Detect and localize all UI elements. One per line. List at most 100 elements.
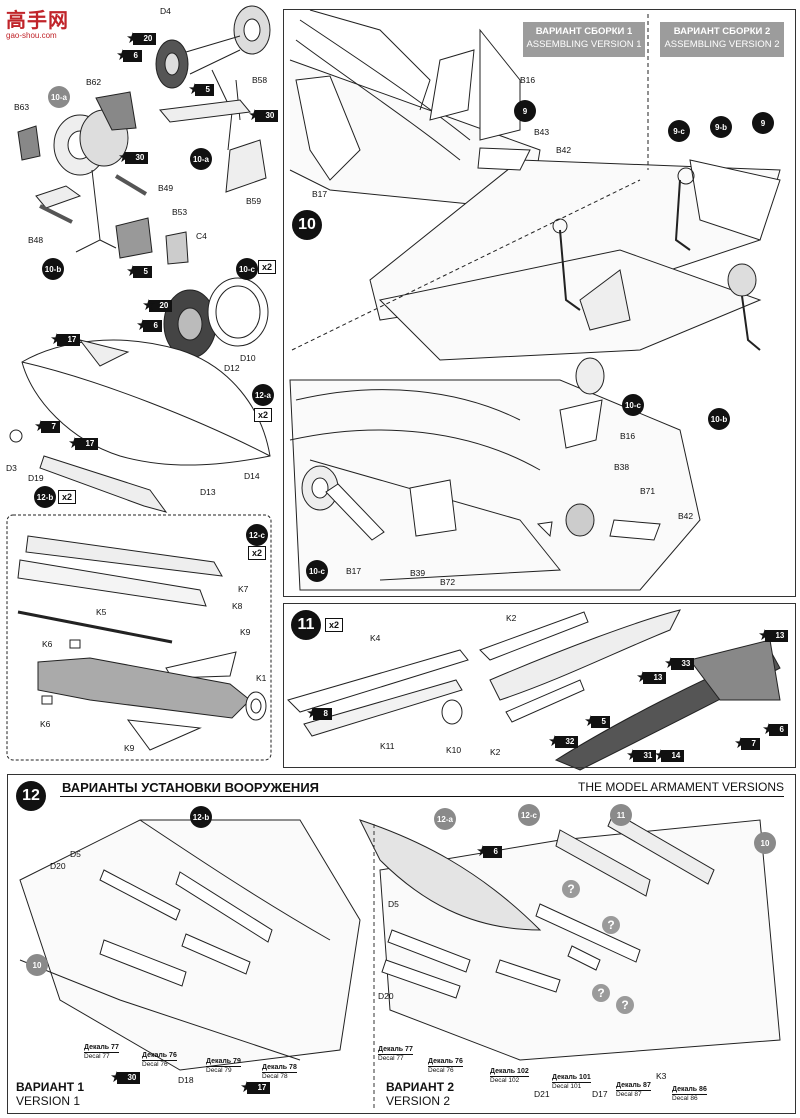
part-B59: B59 — [246, 196, 262, 206]
version-1-label: ВАРИАНТ 1 VERSION 1 — [16, 1080, 84, 1108]
part-K2-top: K2 — [506, 613, 517, 623]
part-D14: D14 — [244, 471, 260, 481]
part-K5: K5 — [96, 607, 107, 617]
watermark: 高手网 gao-shou.com — [6, 4, 69, 40]
part-D5-left: D5 — [70, 849, 81, 859]
version-2-label: ВАРИАНТ 2 VERSION 2 — [386, 1080, 454, 1108]
part-B53: B53 — [172, 207, 188, 217]
sub-10-c: 10-c — [236, 258, 258, 280]
part-B43: B43 — [534, 127, 550, 137]
part-B58: B58 — [252, 75, 268, 85]
part-B16-bottom: B16 — [620, 431, 636, 441]
panel-step-12 — [7, 774, 796, 1114]
part-B38: B38 — [614, 462, 630, 472]
sub-12-a-quantity: x2 — [254, 408, 273, 422]
part-D19: D19 — [28, 473, 44, 483]
sub-9-right: 9 — [752, 112, 774, 134]
color-callout-6-missile: ★6 — [762, 722, 788, 737]
step-number-11: 11 — [291, 610, 321, 640]
color-callout-31: ★31 — [626, 748, 657, 763]
question-mark-2: ? — [602, 916, 620, 934]
armament-title-en: THE MODEL ARMAMENT VERSIONS — [578, 780, 785, 794]
armament-title-ru: ВАРИАНТЫ УСТАНОВКИ ВООРУЖЕНИЯ — [62, 780, 320, 795]
part-B71: B71 — [640, 486, 656, 496]
sub-10-c-quantity: x2 — [258, 260, 277, 274]
color-callout-17-missile: ★17 — [68, 436, 99, 451]
question-mark-5: ? — [616, 996, 634, 1014]
part-B17-bottom: B17 — [346, 566, 362, 576]
color-callout-30-left: ★30 — [118, 150, 149, 165]
watermark-url: gao-shou.com — [6, 31, 57, 40]
color-callout-7-prop: ★7 — [34, 419, 60, 434]
color-callout-5: ★5 — [188, 82, 214, 97]
sub-11-armament: 11 — [610, 804, 632, 826]
part-B17-top: B17 — [312, 189, 328, 199]
part-K7: K7 — [238, 584, 249, 594]
part-D13: D13 — [200, 487, 216, 497]
sub-10-armament-left: 10 — [26, 954, 48, 976]
question-mark-3: ? — [592, 984, 610, 1002]
sub-10-b-panel: 10-b — [708, 408, 730, 430]
part-K8: K8 — [232, 601, 243, 611]
color-callout-7-missile: ★7 — [734, 736, 760, 751]
sub-12-b-quantity: x2 — [58, 490, 77, 504]
part-K10: K10 — [446, 745, 462, 755]
part-D12: D12 — [224, 363, 240, 373]
sub-12-c: 12-c — [246, 524, 268, 546]
step-11-quantity: x2 — [325, 618, 344, 632]
assembling-version-2-ru: ВАРИАНТ СБОРКИ 2 — [673, 26, 771, 37]
sub-12-b-armament: 12-b — [190, 806, 212, 828]
sub-10-armament-right: 10 — [754, 832, 776, 854]
part-B63: B63 — [14, 102, 30, 112]
part-K9-top: K9 — [240, 627, 251, 637]
sub-10-a-right: 10-a — [190, 148, 212, 170]
color-callout-13-mid: ★13 — [636, 670, 667, 685]
color-callout-8: ★8 — [306, 706, 332, 721]
sub-12-a: 12-a — [252, 384, 274, 406]
version-2-ru: ВАРИАНТ 2 — [386, 1080, 455, 1094]
color-callout-30-right: ★30 — [248, 108, 279, 123]
part-C4: C4 — [196, 231, 207, 241]
sub-12-b: 12-b — [34, 486, 56, 508]
part-K9-bottom: K9 — [124, 743, 135, 753]
assembling-version-1-en: ASSEMBLING VERSION 1 — [526, 39, 642, 50]
assembling-version-1-ru: ВАРИАНТ СБОРКИ 1 — [535, 26, 633, 37]
color-callout-20: ★20 — [126, 31, 157, 46]
panel-step-10 — [283, 9, 796, 597]
part-K1: K1 — [256, 673, 267, 683]
color-callout-6: ★6 — [116, 48, 142, 63]
part-D17: D17 — [592, 1089, 608, 1099]
sub-10-c-panel-top: 10-c — [622, 394, 644, 416]
sub-9-c: 9-c — [668, 120, 690, 142]
color-callout-32: ★32 — [548, 734, 579, 749]
color-callout-13-top: ★13 — [758, 628, 789, 643]
question-mark-1: ? — [562, 880, 580, 898]
color-callout-17-armament: ★17 — [240, 1080, 271, 1095]
part-D3: D3 — [6, 463, 17, 473]
step-number-10: 10 — [292, 210, 322, 240]
assembling-version-2-box: ВАРИАНТ СБОРКИ 2 ASSEMBLING VERSION 2 — [660, 22, 784, 57]
part-B48: B48 — [28, 235, 44, 245]
part-K4: K4 — [370, 633, 381, 643]
color-callout-17-tank: ★17 — [50, 332, 81, 347]
version-2-en: VERSION 2 — [386, 1094, 451, 1108]
sub-9-upper: 9 — [514, 100, 536, 122]
part-D5-right: D5 — [388, 899, 399, 909]
part-B62: B62 — [86, 77, 102, 87]
sub-12-c-armament: 12-c — [518, 804, 540, 826]
part-D20-right: D20 — [378, 991, 394, 1001]
part-D10: D10 — [240, 353, 256, 363]
color-callout-33: ★33 — [664, 656, 695, 671]
part-B42-top: B42 — [556, 145, 572, 155]
version-1-ru: ВАРИАНТ 1 — [16, 1080, 85, 1094]
color-callout-6-armament: ★6 — [476, 844, 502, 859]
part-K2-bottom: K2 — [490, 747, 501, 757]
color-callout-6-wheel: ★6 — [136, 318, 162, 333]
part-D4: D4 — [160, 6, 171, 16]
part-B39: B39 — [410, 568, 426, 578]
